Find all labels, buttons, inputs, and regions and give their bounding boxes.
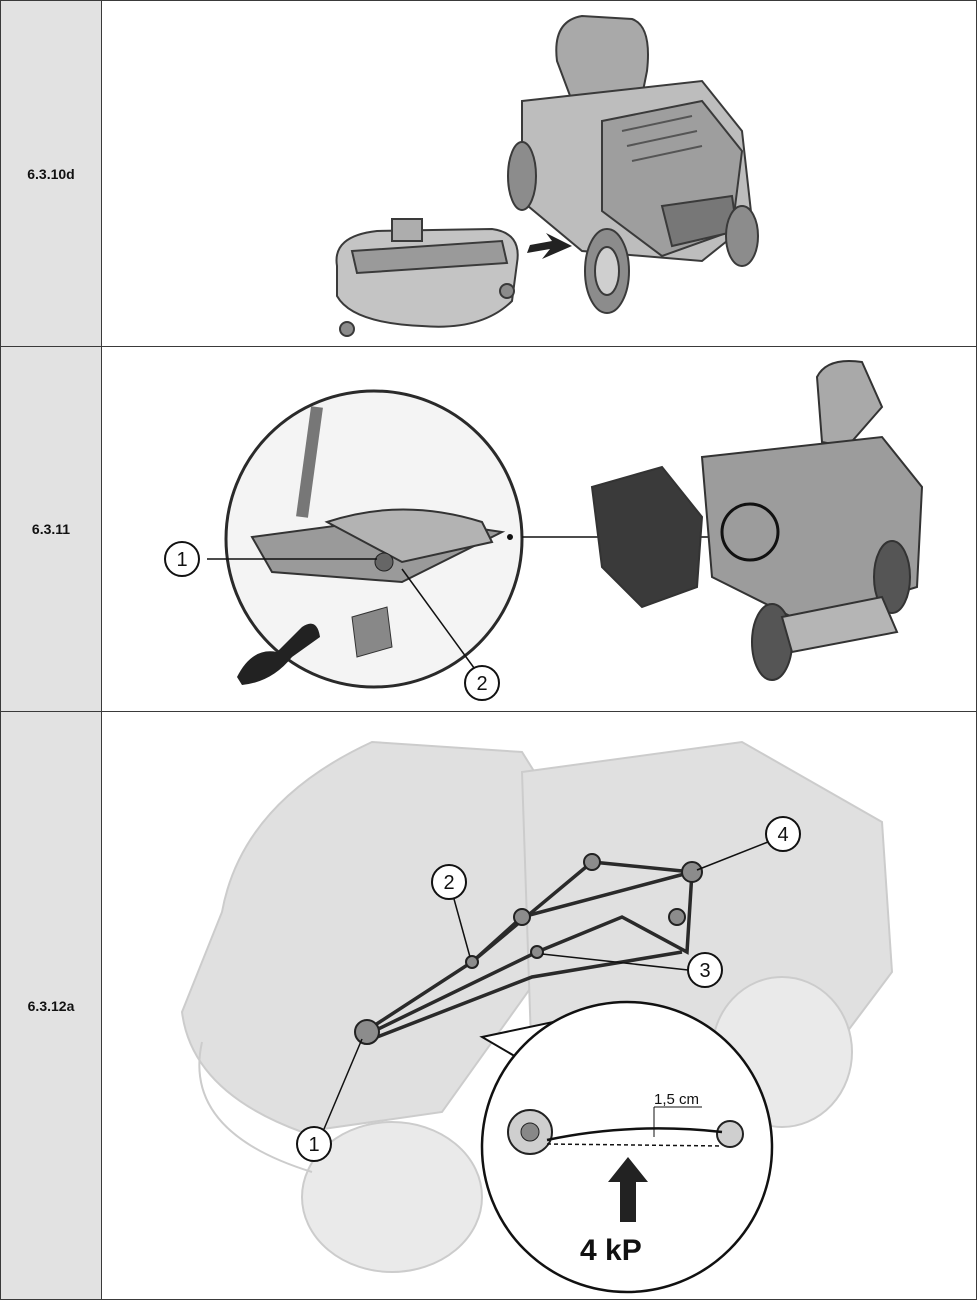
svg-text:2: 2 [476, 673, 487, 695]
callout-1: 1 [165, 542, 199, 576]
figure-number: 6.3.10d [1, 1, 102, 347]
callout-1: 1 [297, 1127, 331, 1161]
tractor-illustration [508, 16, 758, 313]
callout-3: 3 [688, 953, 722, 987]
callout-2: 2 [465, 666, 499, 700]
mower-deck-removal-illustration [102, 1, 977, 346]
callout-2: 2 [432, 865, 466, 899]
svg-text:4: 4 [777, 824, 788, 846]
figure-row: 6.3.11 1 [1, 347, 977, 712]
figure-row: 6.3.10d [1, 1, 977, 347]
callout-4: 4 [766, 817, 800, 851]
svg-text:1: 1 [308, 1134, 319, 1156]
figure-cell [102, 1, 977, 347]
figure-row: 6.3.12a [1, 712, 977, 1300]
figure-number: 6.3.12a [1, 712, 102, 1300]
belt-tension-detail: 1,5 cm 4 kP [482, 1002, 772, 1292]
svg-text:2: 2 [443, 872, 454, 894]
figure-cell: 1 2 [102, 347, 977, 712]
svg-text:3: 3 [699, 960, 710, 982]
tractor-illustration [592, 361, 922, 680]
svg-text:1: 1 [176, 549, 187, 571]
gap-measurement: 1,5 cm [654, 1091, 699, 1108]
mower-deck-illustration [337, 219, 518, 336]
figure-number: 6.3.11 [1, 347, 102, 712]
force-value: 4 kP [580, 1234, 642, 1267]
belt-routing-illustration: 1 2 3 4 [102, 712, 977, 1299]
figure-cell: 1 2 3 4 [102, 712, 977, 1300]
detail-magnifier [207, 391, 522, 687]
steering-gear-illustration: 1 2 [102, 347, 977, 711]
